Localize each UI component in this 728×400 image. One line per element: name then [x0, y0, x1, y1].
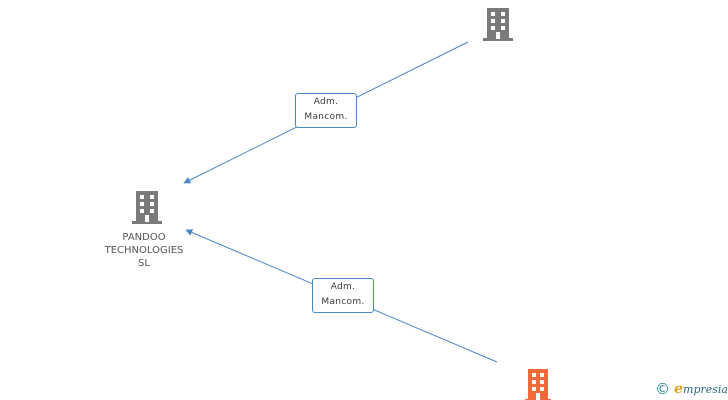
- brand-rest: mpresia: [683, 383, 728, 396]
- edge-label-role: Adm.: [313, 97, 339, 107]
- empresia-logo: © empresia: [655, 380, 728, 398]
- edge-label-role: Adm.: [330, 282, 356, 292]
- company-name-line: PANDOO: [122, 232, 166, 243]
- copyright-icon: ©: [655, 380, 671, 398]
- building-icon[interactable]: [132, 191, 162, 224]
- edge-label-role-detail: Mancom.: [304, 112, 348, 122]
- edge-label-role-detail: Mancom.: [321, 297, 365, 307]
- edge-label-bottom[interactable]: Adm. Mancom.: [312, 278, 374, 313]
- edge-label-top[interactable]: Adm. Mancom.: [295, 93, 357, 128]
- brand-name: empresia: [674, 381, 728, 397]
- brand-initial: e: [674, 381, 684, 397]
- company-name-label[interactable]: PANDOO TECHNOLOGIES SL: [89, 231, 199, 270]
- company-name-line: SL: [138, 258, 150, 269]
- company-name-line: TECHNOLOGIES: [104, 245, 184, 256]
- building-icon[interactable]: [483, 8, 513, 41]
- building-icon[interactable]: [525, 369, 551, 400]
